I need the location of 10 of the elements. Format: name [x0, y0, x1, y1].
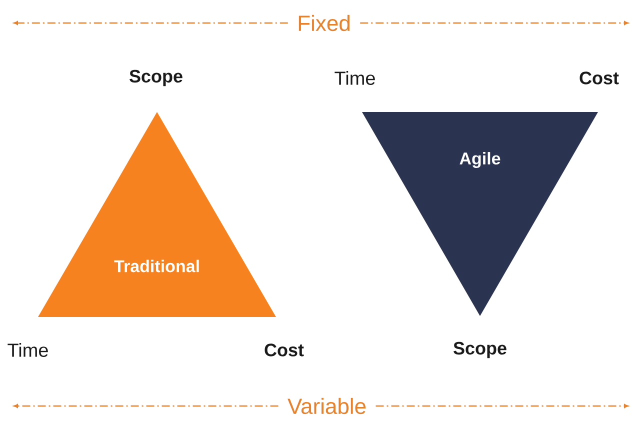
range-label: Fixed	[298, 14, 350, 32]
corner-label: Scope	[454, 342, 506, 358]
corner-label: Cost	[580, 72, 619, 84]
range-label: Variable	[288, 398, 366, 414]
corner-label: Scope	[130, 70, 182, 86]
corner-label: Cost	[264, 344, 304, 356]
triangle: Agile	[362, 112, 598, 316]
corner-label: Time	[8, 343, 48, 357]
corner-label: Time	[334, 71, 375, 85]
triangle: Traditional	[38, 112, 276, 317]
